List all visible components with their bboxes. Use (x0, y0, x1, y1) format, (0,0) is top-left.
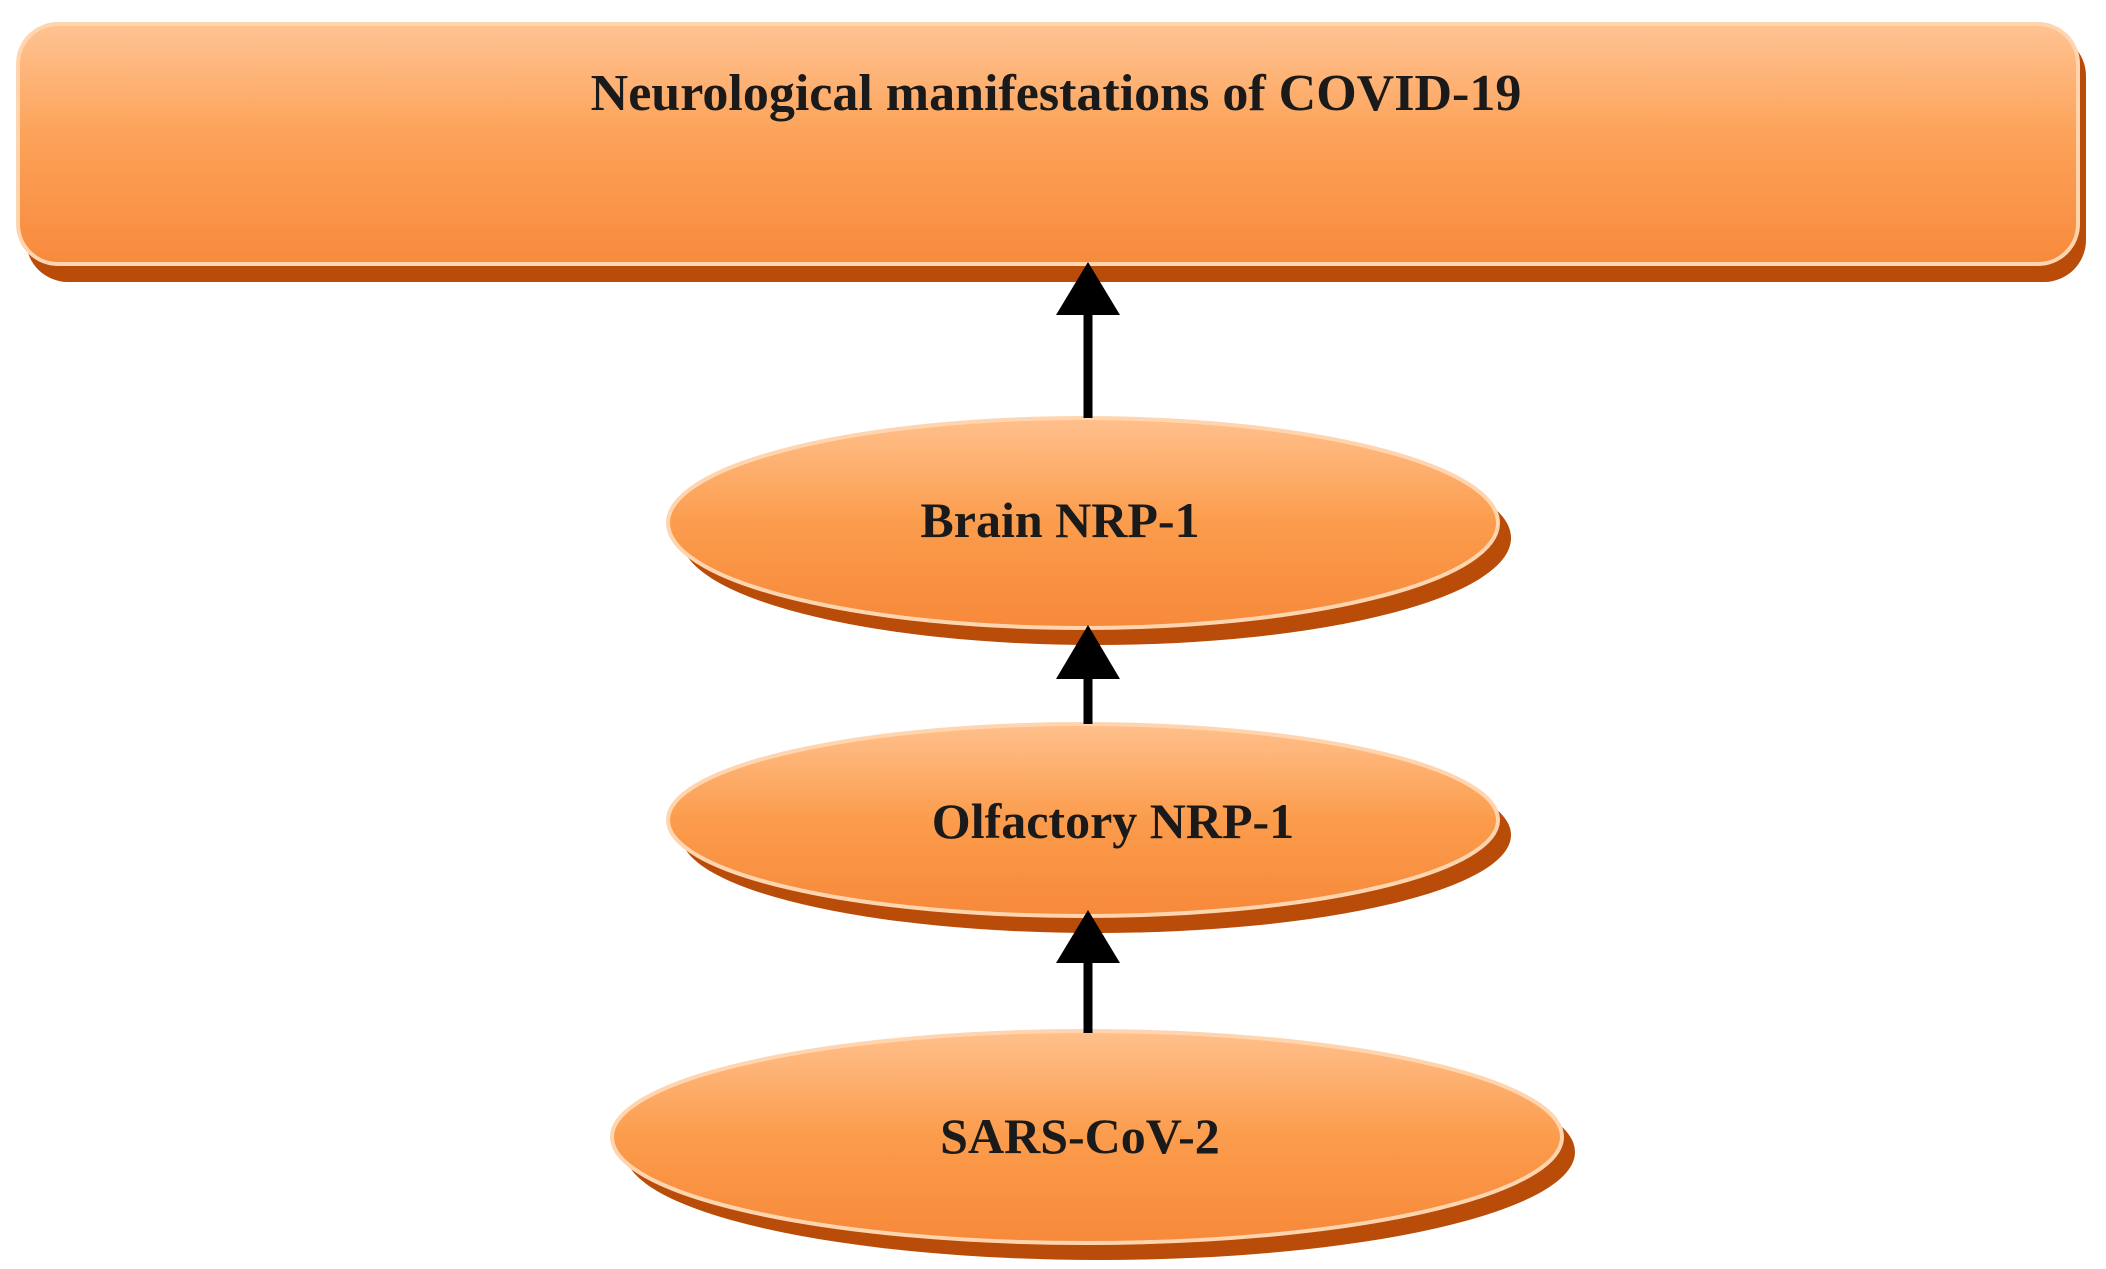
node-label: SARS-CoV-2 (940, 1108, 1220, 1164)
node-shape (666, 416, 1500, 630)
node-label: Olfactory NRP-1 (932, 793, 1294, 849)
node-label: Neurological manifestations of COVID-19 (591, 65, 1522, 122)
node-sars-cov-2: SARS-CoV-2 (610, 1029, 1575, 1260)
arrow-olfactory-to-brain (1056, 625, 1120, 724)
node-label: Brain NRP-1 (920, 492, 1199, 548)
arrow-brain-to-manifestations (1056, 262, 1120, 418)
node-olfactory-nrp1: Olfactory NRP-1 (666, 722, 1511, 933)
node-neurological-manifestations: Neurological manifestations of COVID-19 (16, 22, 2086, 282)
node-shape (666, 722, 1500, 918)
node-brain-nrp1: Brain NRP-1 (666, 416, 1511, 645)
arrow-head (1056, 910, 1120, 963)
arrow-head (1056, 262, 1120, 315)
arrow-sars-to-olfactory (1056, 910, 1120, 1033)
arrow-head (1056, 625, 1120, 679)
node-shape (16, 22, 2080, 266)
